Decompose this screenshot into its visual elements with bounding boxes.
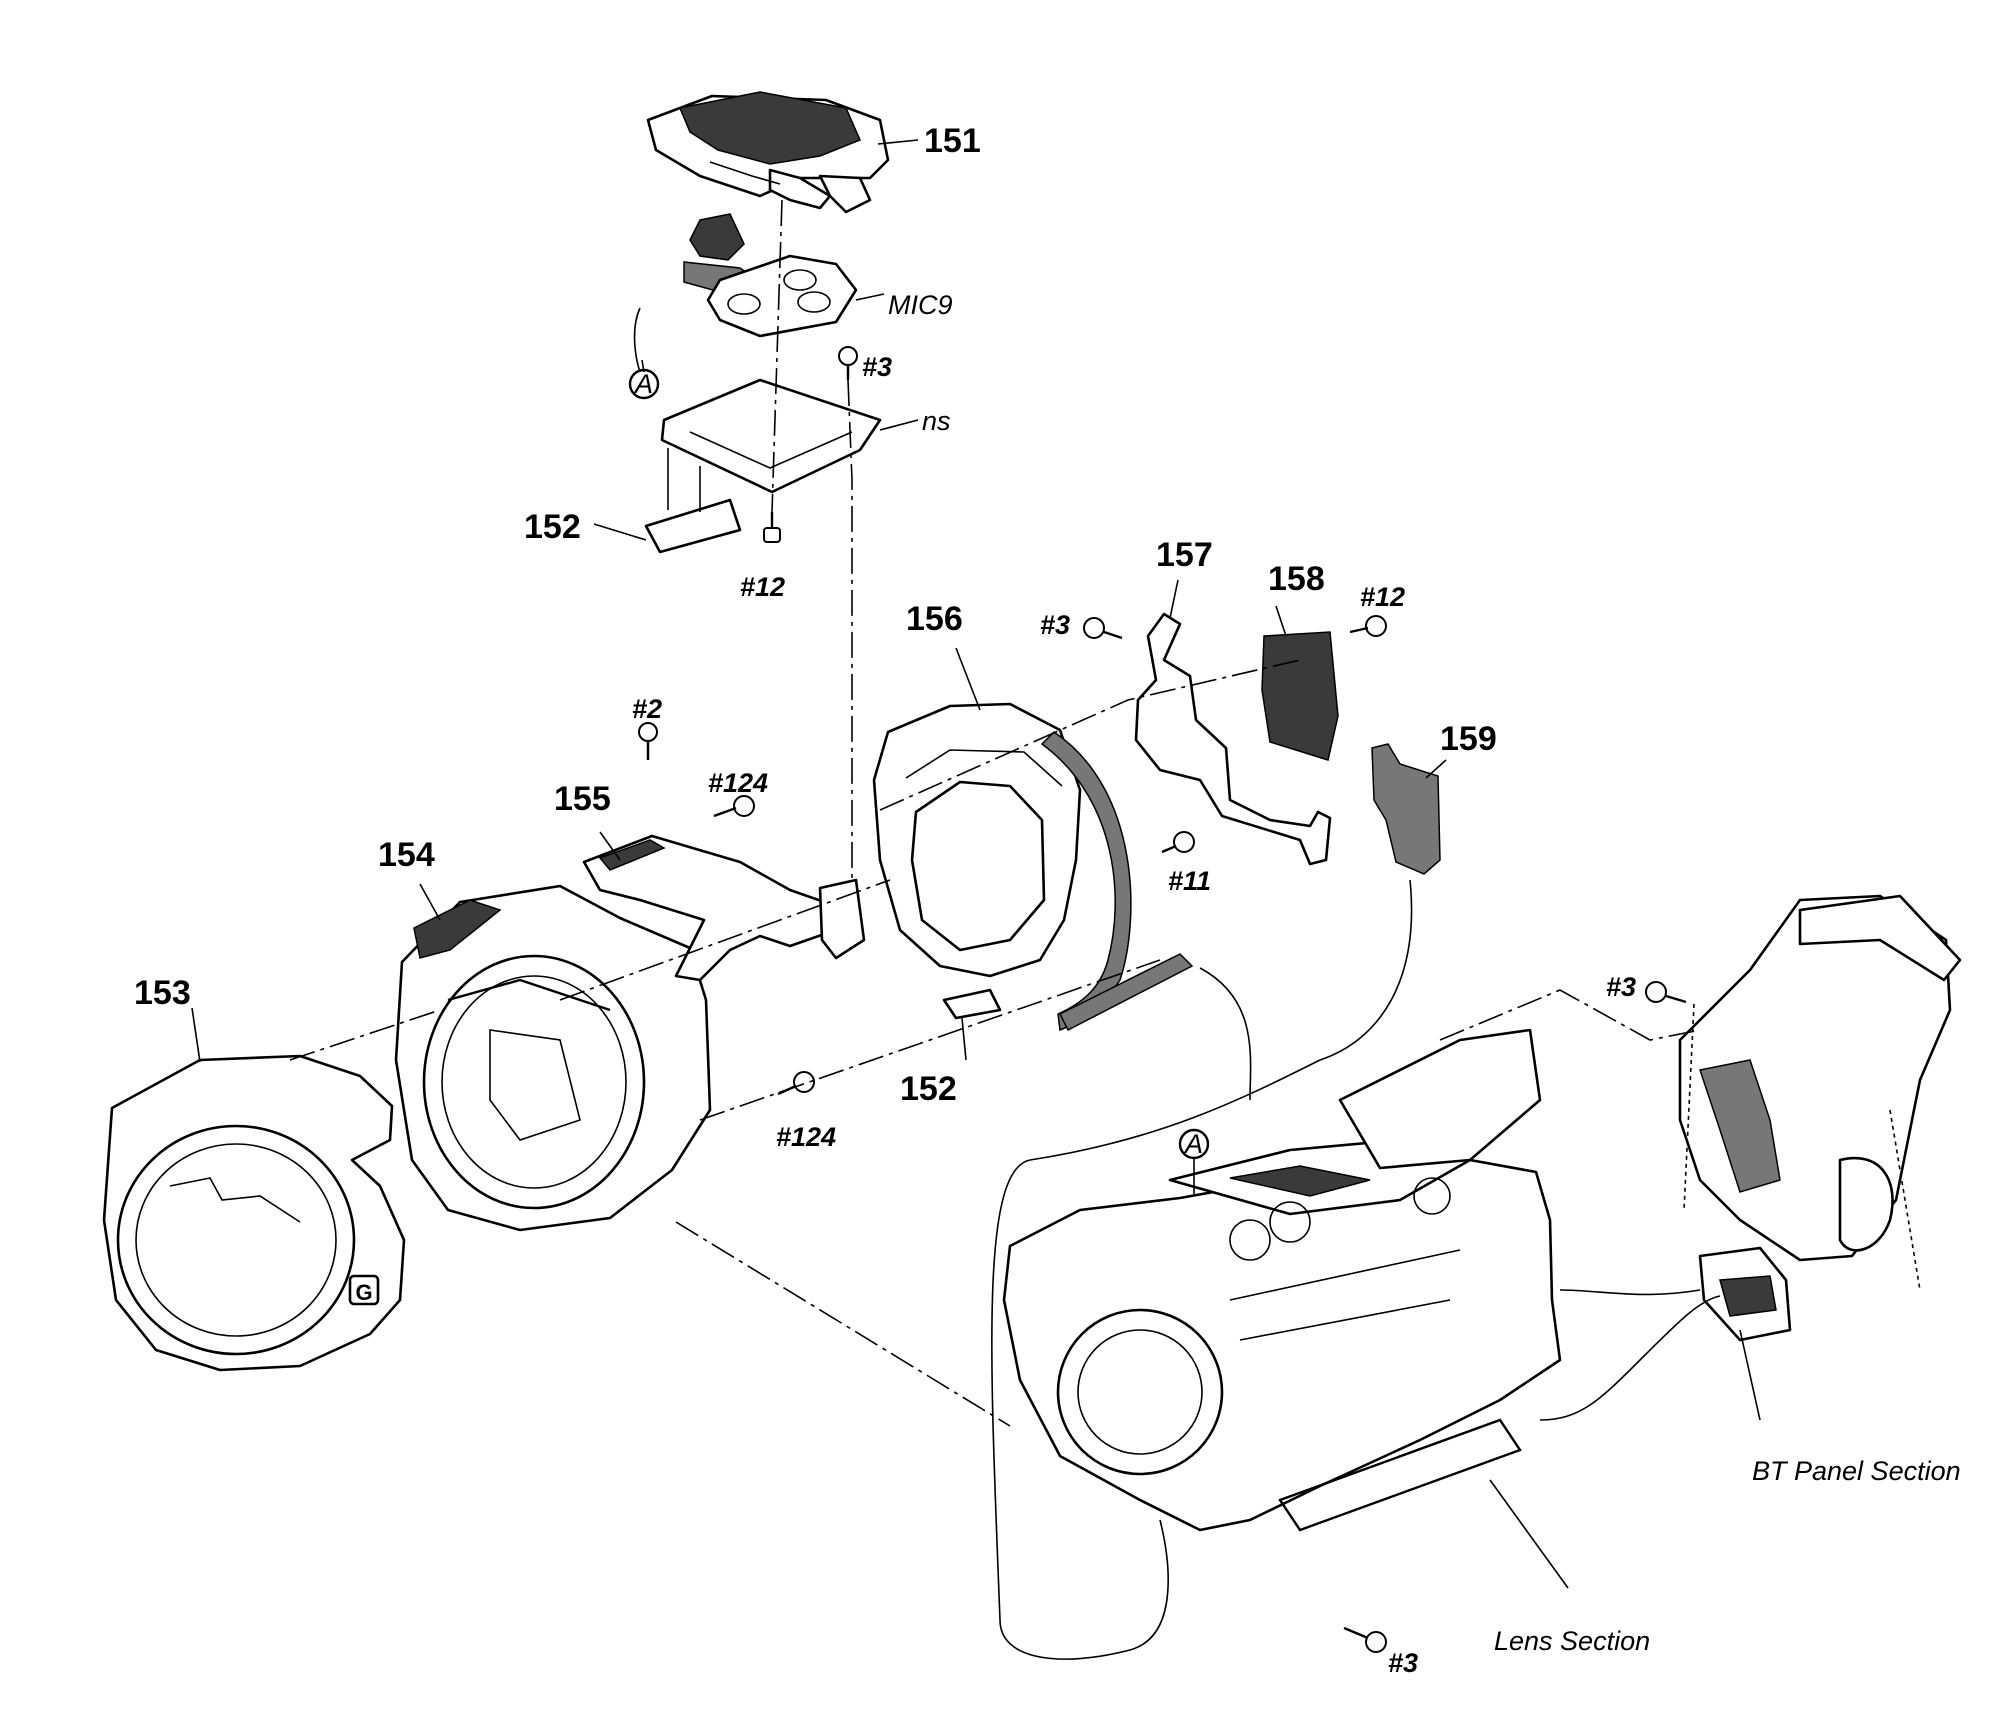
part-155-label: 155: [554, 780, 611, 818]
screw-3-157-label: #3: [1040, 610, 1070, 640]
screw-3-bt: [1645, 981, 1687, 1004]
part-152-label-mid: 152: [900, 1070, 957, 1108]
marker-a-top: A: [628, 368, 660, 400]
part-number-callouts: 151 152 152 153 154 155 156 157 158 159: [134, 122, 1497, 1108]
callout-leaders: [191, 139, 1761, 1589]
part-156-label: 156: [906, 600, 963, 638]
assembly-lines: [289, 199, 1921, 1660]
screw-12-top: [763, 512, 781, 543]
screw-3-bottom-label: #3: [1388, 1648, 1418, 1678]
logo-g-emblem: G: [355, 1280, 372, 1305]
screw-3-bt-label: #3: [1606, 972, 1636, 1002]
lens-section-label: Lens Section: [1494, 1626, 1650, 1656]
screw-reference-callouts: #3 #12 #2 #124 #124 #11 #3 #12 #3 #3: [632, 352, 1636, 1678]
screw-2: [638, 722, 658, 760]
marker-a-main: A: [1178, 1128, 1210, 1194]
screw-3-bottom: [1343, 1626, 1387, 1653]
part-152-sheet-mid: [942, 988, 1002, 1020]
svg-text:G: G: [355, 1280, 372, 1305]
bt-panel-section: [1678, 894, 1962, 1342]
screw-11: [1161, 831, 1195, 854]
part-152-label-top: 152: [524, 508, 581, 546]
part-153-front-ring: [102, 1054, 406, 1372]
lens-section-assembly: [1002, 1028, 1562, 1532]
part-154-cabinet-ring: [394, 884, 712, 1232]
svg-text:A: A: [1183, 1129, 1203, 1159]
mic9-label: MIC9: [888, 290, 953, 320]
part-155-bracket: [582, 834, 866, 982]
part-159-flex-board: [1371, 743, 1441, 875]
part-152-sheet-top: [644, 498, 742, 554]
screw-12-top-label: #12: [740, 572, 785, 602]
part-157-bracket: [1134, 612, 1332, 866]
screw-3-157: [1083, 617, 1123, 640]
screw-124-top-label: #124: [708, 768, 768, 798]
part-156-lens-mount-ring: [872, 702, 1194, 1032]
bt-panel-section-label: BT Panel Section: [1752, 1456, 1961, 1486]
ns-label: ns: [922, 406, 951, 436]
screw-3-top: [838, 346, 858, 380]
part-157-label: 157: [1156, 536, 1213, 574]
part-153-label: 153: [134, 974, 191, 1012]
screw-2-label: #2: [632, 694, 662, 724]
section-labels: MIC9 ns BT Panel Section Lens Section: [888, 290, 1961, 1656]
part-mic9-microphone: [633, 213, 858, 373]
part-154-label: 154: [378, 836, 435, 874]
screw-12-158: [1349, 615, 1387, 637]
part-158-label: 158: [1268, 560, 1325, 598]
part-158-filter: [1261, 631, 1339, 761]
part-151-top-cover: [646, 91, 890, 214]
part-151-label: 151: [924, 122, 981, 160]
screw-11-label: #11: [1168, 866, 1211, 896]
screw-124-top: [713, 795, 755, 818]
part-ns-plate: [660, 378, 882, 494]
screw-124-bottom-label: #124: [776, 1122, 836, 1152]
screw-12-158-label: #12: [1360, 582, 1405, 612]
screw-3-top-label: #3: [862, 352, 892, 382]
screws: [638, 346, 1687, 1653]
part-159-label: 159: [1440, 720, 1497, 758]
svg-text:A: A: [633, 369, 653, 399]
